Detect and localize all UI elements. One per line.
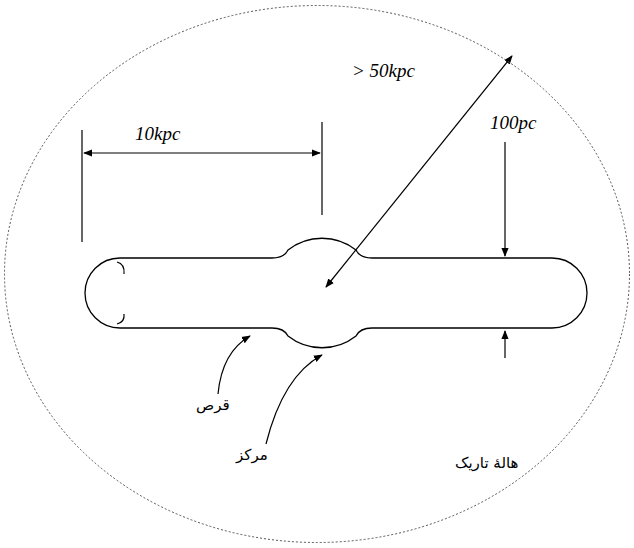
halo-outline: [3, 4, 631, 544]
region-label: هالهٔ تاریک: [455, 454, 518, 472]
dimension-label: 10kpc: [135, 123, 180, 146]
part-name: قرص: [196, 396, 230, 414]
part-name: مرکز: [236, 446, 268, 464]
dimension-tick: [321, 122, 322, 215]
dimension-label: > 50kpc: [352, 60, 415, 83]
radius-arrow: [326, 56, 512, 287]
leader-arrow: [218, 336, 250, 394]
disk-edge-mark: [117, 314, 124, 324]
thickness-arrow: [504, 142, 505, 256]
dimension-label: 100pc: [490, 112, 536, 135]
galaxy-disk: [85, 238, 587, 348]
thickness-arrow: [504, 331, 505, 358]
dimension-tick: [81, 130, 82, 242]
disk-edge-mark: [117, 262, 124, 274]
leader-arrow: [266, 355, 322, 444]
dark-halo: هالهٔ تاریک: [3, 4, 631, 544]
dimension-arrow: [84, 152, 320, 153]
